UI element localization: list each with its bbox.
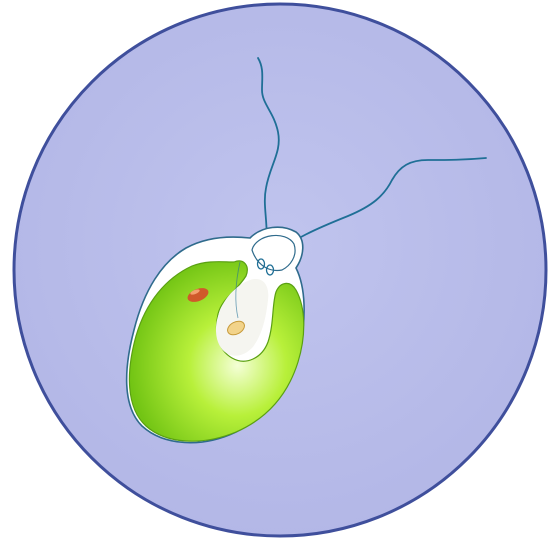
chlamydomonas-icon — [0, 0, 556, 540]
illustration-canvas — [0, 0, 556, 540]
